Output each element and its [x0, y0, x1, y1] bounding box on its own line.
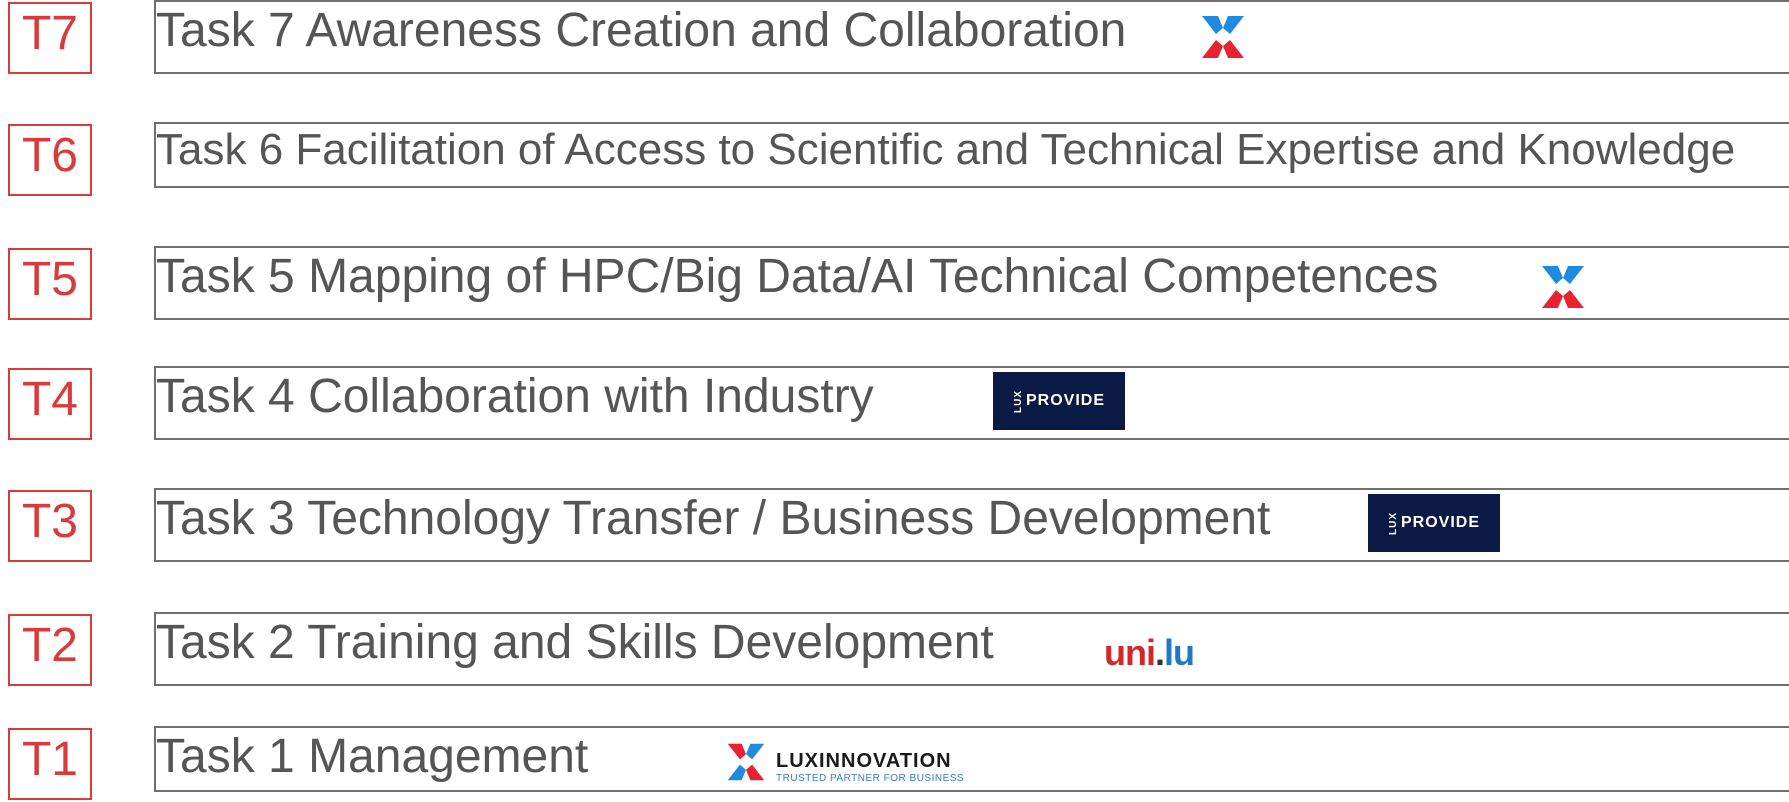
- task-row-7: T7 Task 7 Awareness Creation and Collabo…: [0, 0, 1789, 76]
- task-box-1: Task 1 Management: [154, 726, 1789, 792]
- task-row-2: T2 Task 2 Training and Skills Developmen…: [0, 612, 1789, 688]
- task-box-3: Task 3 Technology Transfer / Business De…: [154, 488, 1789, 562]
- task-row-4: T4 Task 4 Collaboration with Industry LU…: [0, 366, 1789, 442]
- task-label-7: Task 7 Awareness Creation and Collaborat…: [156, 4, 1127, 57]
- unilu-uni-text: uni: [1104, 632, 1156, 673]
- task-box-6: Task 6 Facilitation of Access to Scienti…: [154, 122, 1789, 188]
- task-label-1: Task 1 Management: [156, 730, 589, 783]
- task-row-6: T6 Task 6 Facilitation of Access to Scie…: [0, 122, 1789, 198]
- task-badge-t2: T2: [8, 614, 92, 686]
- luxprovide-lux-text: LUX: [1387, 511, 1399, 535]
- task-box-7: Task 7 Awareness Creation and Collaborat…: [154, 0, 1789, 74]
- luxinnovation-word: LUXINNOVATION: [776, 750, 952, 772]
- task-badge-t6: T6: [8, 124, 92, 196]
- luxinnovation-x-icon: [1540, 264, 1586, 315]
- task-badge-t3: T3: [8, 490, 92, 562]
- task-badge-t1: T1: [8, 728, 92, 800]
- luxprovide-word: PROVIDE: [1025, 392, 1105, 409]
- task-label-4: Task 4 Collaboration with Industry: [156, 370, 874, 423]
- luxprovide-logo: LUX PROVIDE: [993, 372, 1125, 430]
- task-label-2: Task 2 Training and Skills Development: [156, 616, 994, 669]
- unilu-dot-text: .: [1154, 632, 1165, 673]
- task-label-6: Task 6 Facilitation of Access to Scienti…: [156, 125, 1736, 174]
- luxprovide-word: PROVIDE: [1400, 514, 1480, 531]
- task-badge-t7: T7: [8, 2, 92, 74]
- unilu-logo: uni.lu: [1104, 632, 1195, 674]
- luxprovide-logo: LUX PROVIDE: [1368, 494, 1500, 552]
- task-row-3: T3 Task 3 Technology Transfer / Business…: [0, 488, 1789, 564]
- task-badge-t5: T5: [8, 248, 92, 320]
- luxprovide-lux-text: LUX: [1012, 389, 1024, 413]
- unilu-lu-text: lu: [1164, 632, 1195, 673]
- luxinnovation-x-icon: [727, 743, 765, 781]
- luxinnovation-x-icon: [1200, 14, 1246, 65]
- task-label-3: Task 3 Technology Transfer / Business De…: [156, 492, 1271, 545]
- task-badge-t4: T4: [8, 368, 92, 440]
- task-box-4: Task 4 Collaboration with Industry: [154, 366, 1789, 440]
- luxinnovation-tagline: TRUSTED PARTNER FOR BUSINESS: [776, 773, 965, 784]
- luxinnovation-logo: LUXINNOVATION TRUSTED PARTNER FOR BUSINE…: [726, 740, 964, 784]
- task-row-5: T5 Task 5 Mapping of HPC/Big Data/AI Tec…: [0, 246, 1789, 322]
- task-label-5: Task 5 Mapping of HPC/Big Data/AI Techni…: [156, 250, 1439, 303]
- task-box-2: Task 2 Training and Skills Development: [154, 612, 1789, 686]
- task-box-5: Task 5 Mapping of HPC/Big Data/AI Techni…: [154, 246, 1789, 320]
- task-row-1: T1 Task 1 Management LUXINNOVATION TRUST…: [0, 726, 1789, 802]
